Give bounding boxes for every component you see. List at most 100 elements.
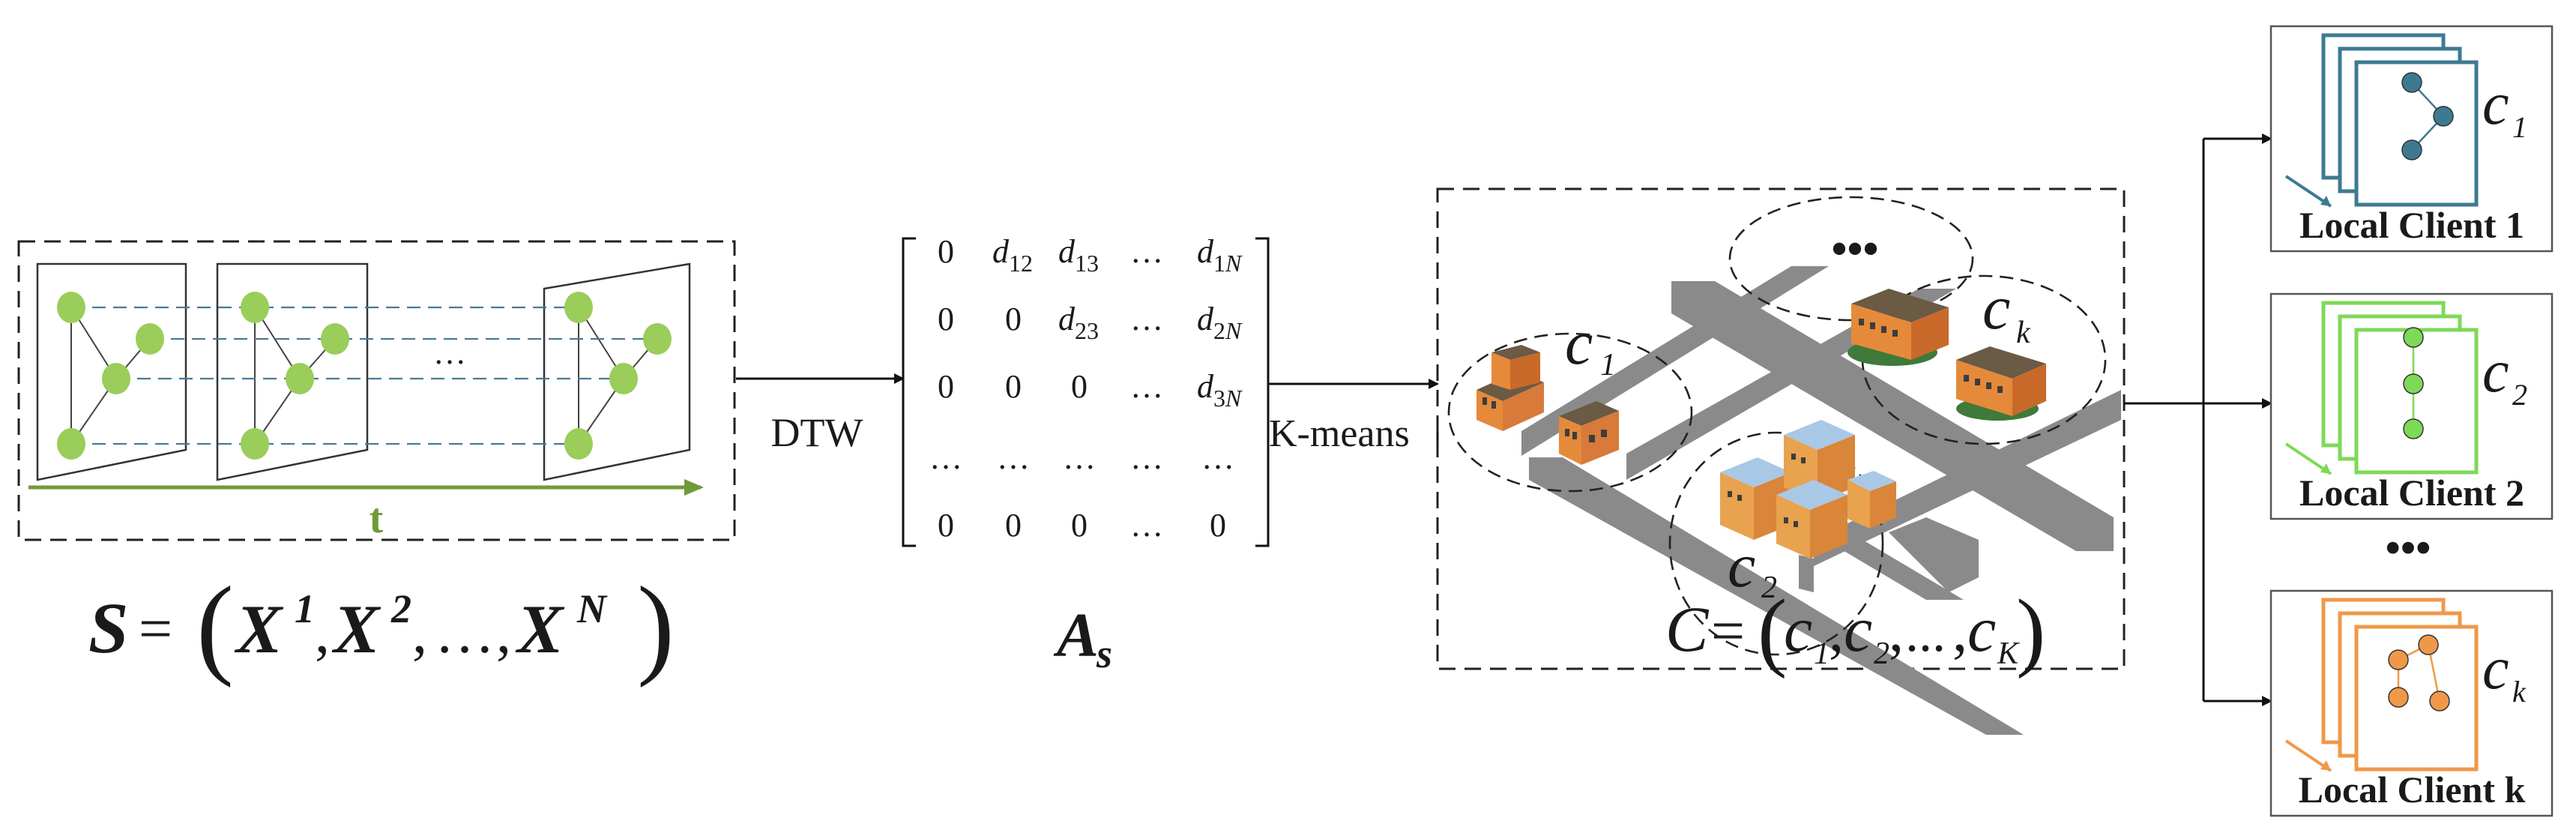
client-page [2354,328,2479,475]
node [643,323,672,355]
cluster-c1-label: c [1565,308,1593,378]
node [102,363,130,394]
matrix-cell: d23 [1058,301,1099,344]
matrix-cell: … [1130,439,1163,476]
node [564,292,593,323]
formula-ellipsis: … [435,600,495,666]
client-node [2388,649,2409,670]
matrix-cell: 0 [1071,507,1088,544]
matrix-cell: … [1063,439,1096,476]
matrix-cell: … [1130,233,1163,270]
client-node [2403,418,2424,439]
matrix-cell: … [1201,439,1234,476]
matrix-cell: d13 [1058,233,1099,277]
road [1806,529,1964,600]
client-node [2418,634,2439,655]
dtw-arrow: DTW [736,373,905,455]
node [57,292,85,323]
formula-c2: c [1844,593,1872,665]
client-c-sub: k [2512,675,2527,709]
time-series-panel: … t [17,240,736,542]
cluster-c2 [1668,431,1884,656]
kmeans-label: K-means [1269,412,1410,455]
cluster-map-panel: ••• c 1 c k c 2 C = ( c 1 , c 2 , ... , … [1436,187,2126,735]
client-page [2354,625,2479,772]
node [241,292,269,323]
cluster-formula: C = ( c 1 , c 2 , ... , c K ) [1665,581,2045,679]
cluster-c2-label: c [1728,531,1755,601]
buildings-ck [1847,289,2046,421]
client-node [2388,687,2409,708]
matrix-cell: 0 [1071,368,1088,405]
formula-c-comma3: , [1952,598,1967,664]
formula-c1: c [1784,593,1812,665]
formula-C-lparen: ( [1758,581,1787,679]
client-name: Local Client 2 [2299,472,2524,514]
client-node [2401,139,2422,160]
client-node [2433,106,2454,127]
formula-c1-sub: 1 [1814,637,1830,671]
client-c-label: c [2482,71,2509,137]
cluster-ck-label: c [1982,273,2010,343]
matrix-label-sub: s [1096,631,1112,676]
matrix-label: A [1053,601,1099,670]
cluster-frame [1436,187,2126,670]
matrix-cell: … [997,439,1030,476]
node [564,428,593,460]
client-c-sub: 2 [2512,378,2527,412]
cluster-ck-sub: k [2016,316,2031,350]
formula-c2-sub: 2 [1874,637,1889,671]
matrix-cell: 0 [1005,368,1022,405]
matrix-cell: 0 [938,368,954,405]
road [1799,555,1814,592]
time-axis-label: t [369,496,384,542]
correspondence-lines [71,306,657,445]
matrix-cell: 0 [938,507,954,544]
cluster-c1 [1447,332,1693,493]
matrix-cell: 0 [1005,507,1022,544]
matrix-cell: … [1130,301,1163,337]
node [241,428,269,460]
road [1814,390,2121,566]
matrix-cell: 0 [1210,507,1226,544]
formula-c-comma2: , [1889,598,1904,664]
matrix-left-bracket [902,237,916,547]
road [1889,517,1979,592]
matrix-cell: d1N [1197,233,1243,277]
graph-nodes [57,292,672,460]
formula-comma3: , [496,600,511,666]
matrix-cell: 0 [1005,301,1022,337]
formula-C-eq: = [1711,598,1745,664]
formula-c-comma1: , [1829,598,1844,664]
matrix-cell: … [1130,368,1163,405]
buildings-c1 [1476,345,1619,465]
matrix-cell: d2N [1197,301,1243,344]
formula-c-ellipsis: ... [1905,603,1946,663]
matrix-cell: … [1130,507,1163,544]
matrix-cell: 0 [938,233,954,270]
matrix-cell: … [929,439,962,476]
formula-supN: N [576,586,608,631]
sequence-formula: S = ( X 1 , X 2 , … , X N ) [88,564,675,688]
road [1529,457,2024,735]
client-name: Local Client k [2299,769,2526,811]
formula-comma2: , [412,600,427,666]
formula-lparen: ( [196,564,234,688]
cluster-c2-sub: 2 [1761,571,1777,605]
formula-cK-sub: K [1997,637,2020,671]
client-node [2403,373,2424,394]
matrix-right-bracket [1255,237,1270,547]
client-name: Local Client 1 [2299,204,2524,246]
clients-ellipsis: ••• [2386,523,2431,572]
client-c-label: c [2482,636,2509,702]
formula-x1: X [234,591,284,667]
cluster-c1-sub: 1 [1600,348,1616,382]
node [321,323,349,355]
node [136,323,164,355]
